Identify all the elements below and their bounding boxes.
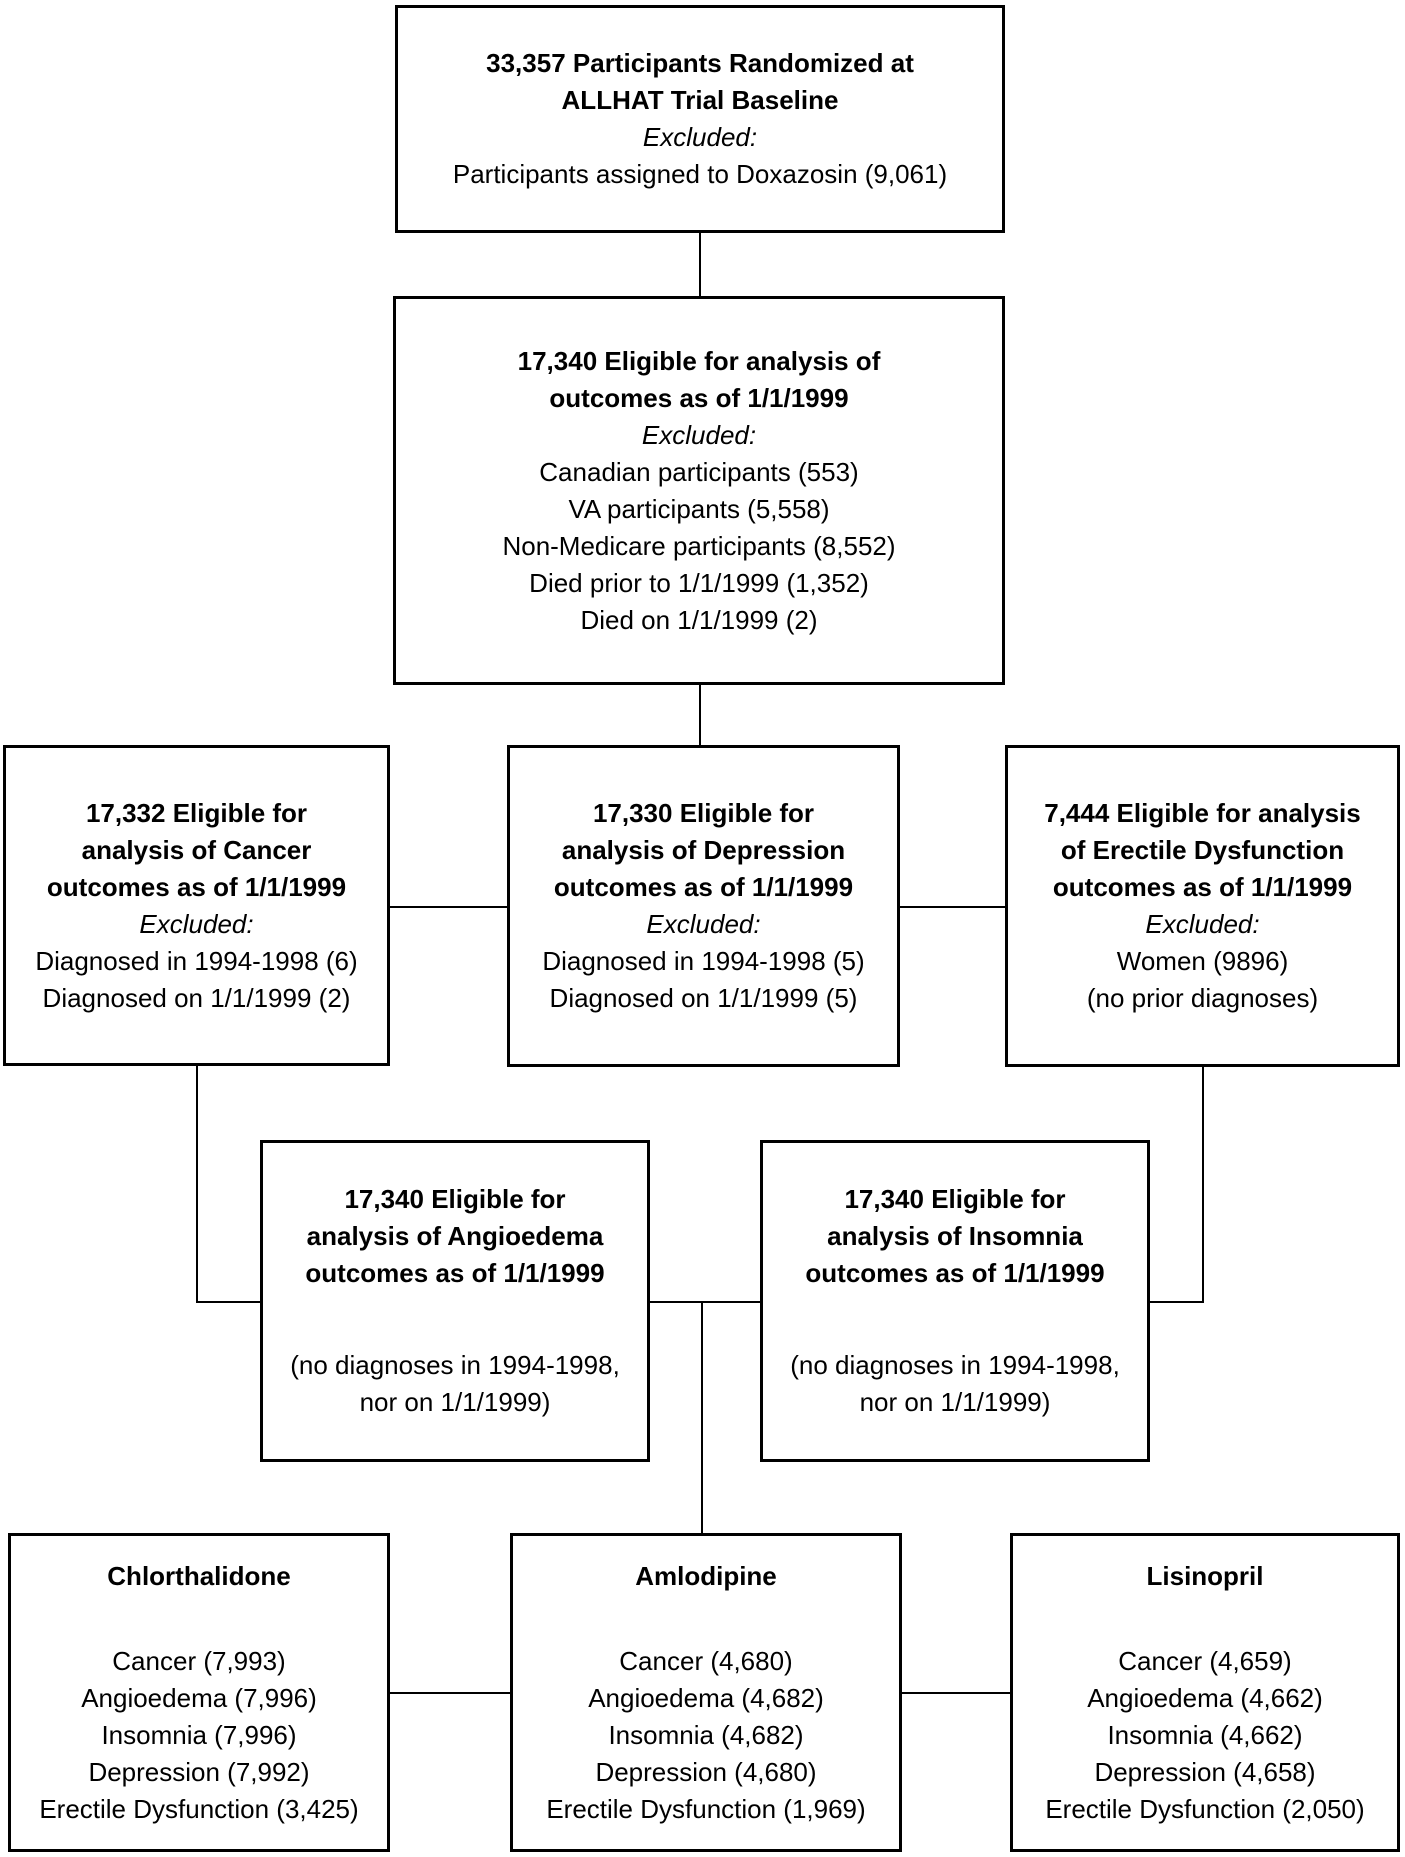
box-cancer-outcomes: 17,332 Eligible for analysis of Cancer o…	[3, 745, 390, 1066]
connector-erectile-dysfunction-down	[1202, 1067, 1204, 1303]
outcome-count-item: Angioedema (7,996)	[81, 1682, 317, 1713]
outcome-count-item: Erectile Dysfunction (1,969)	[546, 1793, 866, 1824]
box-heading-line: outcomes as of 1/1/1999	[553, 872, 854, 902]
box-eligible-all-outcomes: 17,340 Eligible for analysis of outcomes…	[393, 296, 1005, 685]
box-heading-line: outcomes as of 1/1/1999	[46, 871, 347, 902]
outcome-count-item: Insomnia (4,682)	[608, 1719, 804, 1750]
exclusion-item: Non-Medicare participants (8,552)	[502, 530, 896, 561]
treatment-arm-title: Lisinopril	[1146, 1560, 1264, 1591]
connector-eligible-to-depression	[699, 685, 701, 745]
box-depression-outcomes: 17,330 Eligible for analysis of Depressi…	[507, 745, 900, 1067]
connector-angioedema-to-insomnia	[650, 1301, 760, 1303]
box-heading-line: analysis of Cancer	[81, 834, 312, 865]
exclusion-item: Canadian participants (553)	[539, 456, 859, 487]
exclusion-item: Died on 1/1/1999 (2)	[580, 604, 818, 635]
outcome-count-item: Cancer (4,659)	[1118, 1645, 1292, 1676]
box-heading-line: 17,332 Eligible for	[85, 797, 308, 828]
box-heading-line: 33,357 Participants Randomized at	[486, 48, 914, 78]
note-line: nor on 1/1/1999)	[359, 1387, 551, 1417]
box-arm-lisinopril: Lisinopril Cancer (4,659) Angioedema (4,…	[1010, 1533, 1400, 1852]
outcome-count-item: Angioedema (4,662)	[1087, 1682, 1323, 1713]
box-heading-line: 17,330 Eligible for	[592, 798, 815, 828]
outcome-count-item: Insomnia (4,662)	[1107, 1719, 1303, 1750]
outcome-count-item: Depression (7,992)	[88, 1756, 310, 1787]
box-heading-line: 17,340 Eligible for	[844, 1184, 1066, 1214]
connector-amlodipine-to-lisinopril	[902, 1692, 1010, 1694]
exclusion-item: Diagnosed in 1994-1998 (5)	[542, 946, 865, 976]
box-arm-chlorthalidone: Chlorthalidone Cancer (7,993) Angioedema…	[8, 1533, 390, 1852]
exclusion-item: (no prior diagnoses)	[1086, 983, 1319, 1013]
note-line: (no diagnoses in 1994-1998,	[290, 1350, 620, 1380]
box-heading-line: analysis of Depression	[561, 835, 846, 865]
box-heading-line: ALLHAT Trial Baseline	[561, 85, 839, 115]
excluded-label: Excluded:	[646, 909, 761, 939]
exclusion-item: Diagnosed on 1/1/1999 (5)	[549, 983, 858, 1013]
connector-cancer-down	[196, 1066, 198, 1303]
box-heading-line: outcomes as of 1/1/1999	[805, 1258, 1105, 1288]
box-insomnia-outcomes: 17,340 Eligible for analysis of Insomnia…	[760, 1140, 1150, 1462]
box-heading-line: outcomes as of 1/1/1999	[549, 382, 849, 413]
box-heading-line: of Erectile Dysfunction	[1060, 835, 1345, 865]
exclusion-item: Died prior to 1/1/1999 (1,352)	[529, 567, 869, 598]
outcome-count-item: Insomnia (7,996)	[101, 1719, 297, 1750]
box-heading-line: analysis of Insomnia	[827, 1221, 1083, 1251]
connector-randomized-to-eligible	[699, 233, 701, 296]
outcome-count-item: Angioedema (4,682)	[588, 1682, 824, 1713]
box-angioedema-outcomes: 17,340 Eligible for analysis of Angioede…	[260, 1140, 650, 1462]
box-arm-amlodipine: Amlodipine Cancer (4,680) Angioedema (4,…	[510, 1533, 902, 1852]
box-randomized: 33,357 Participants Randomized at ALLHAT…	[395, 5, 1005, 233]
exclusion-item: Participants assigned to Doxazosin (9,06…	[452, 159, 948, 189]
box-heading-line: analysis of Angioedema	[306, 1221, 604, 1251]
exclusion-item: Diagnosed in 1994-1998 (6)	[35, 945, 358, 976]
treatment-arm-title: Chlorthalidone	[107, 1560, 291, 1591]
outcome-count-item: Cancer (7,993)	[112, 1645, 286, 1676]
connector-erectile-dysfunction-to-insomnia	[1150, 1301, 1204, 1303]
exclusion-item: Women (9896)	[1116, 946, 1289, 976]
box-heading-line: outcomes as of 1/1/1999	[305, 1258, 605, 1288]
excluded-label: Excluded:	[642, 122, 758, 152]
connector-cancer-to-depression	[390, 906, 507, 908]
treatment-arm-title: Amlodipine	[635, 1560, 777, 1591]
outcome-count-item: Cancer (4,680)	[619, 1645, 793, 1676]
box-heading-line: 17,340 Eligible for analysis of	[517, 345, 881, 376]
connector-chlorthalidone-to-amlodipine	[390, 1692, 510, 1694]
outcome-count-item: Erectile Dysfunction (2,050)	[1045, 1793, 1365, 1824]
note-line: nor on 1/1/1999)	[859, 1387, 1051, 1417]
connector-trunk-to-amlodipine	[701, 1301, 703, 1535]
excluded-label: Excluded:	[641, 419, 757, 450]
box-heading-line: outcomes as of 1/1/1999	[1052, 872, 1353, 902]
excluded-label: Excluded:	[139, 908, 254, 939]
connector-cancer-to-angioedema	[196, 1301, 260, 1303]
exclusion-item: Diagnosed on 1/1/1999 (2)	[42, 982, 351, 1013]
outcome-count-item: Depression (4,658)	[1094, 1756, 1316, 1787]
note-line: (no diagnoses in 1994-1998,	[790, 1350, 1120, 1380]
box-heading-line: 7,444 Eligible for analysis	[1044, 798, 1361, 828]
outcome-count-item: Erectile Dysfunction (3,425)	[39, 1793, 359, 1824]
connector-depression-to-erectile-dysfunction	[900, 906, 1005, 908]
outcome-count-item: Depression (4,680)	[595, 1756, 817, 1787]
exclusion-item: VA participants (5,558)	[568, 493, 830, 524]
box-erectile-dysfunction-outcomes: 7,444 Eligible for analysis of Erectile …	[1005, 745, 1400, 1067]
excluded-label: Excluded:	[1145, 909, 1260, 939]
box-heading-line: 17,340 Eligible for	[344, 1184, 566, 1214]
